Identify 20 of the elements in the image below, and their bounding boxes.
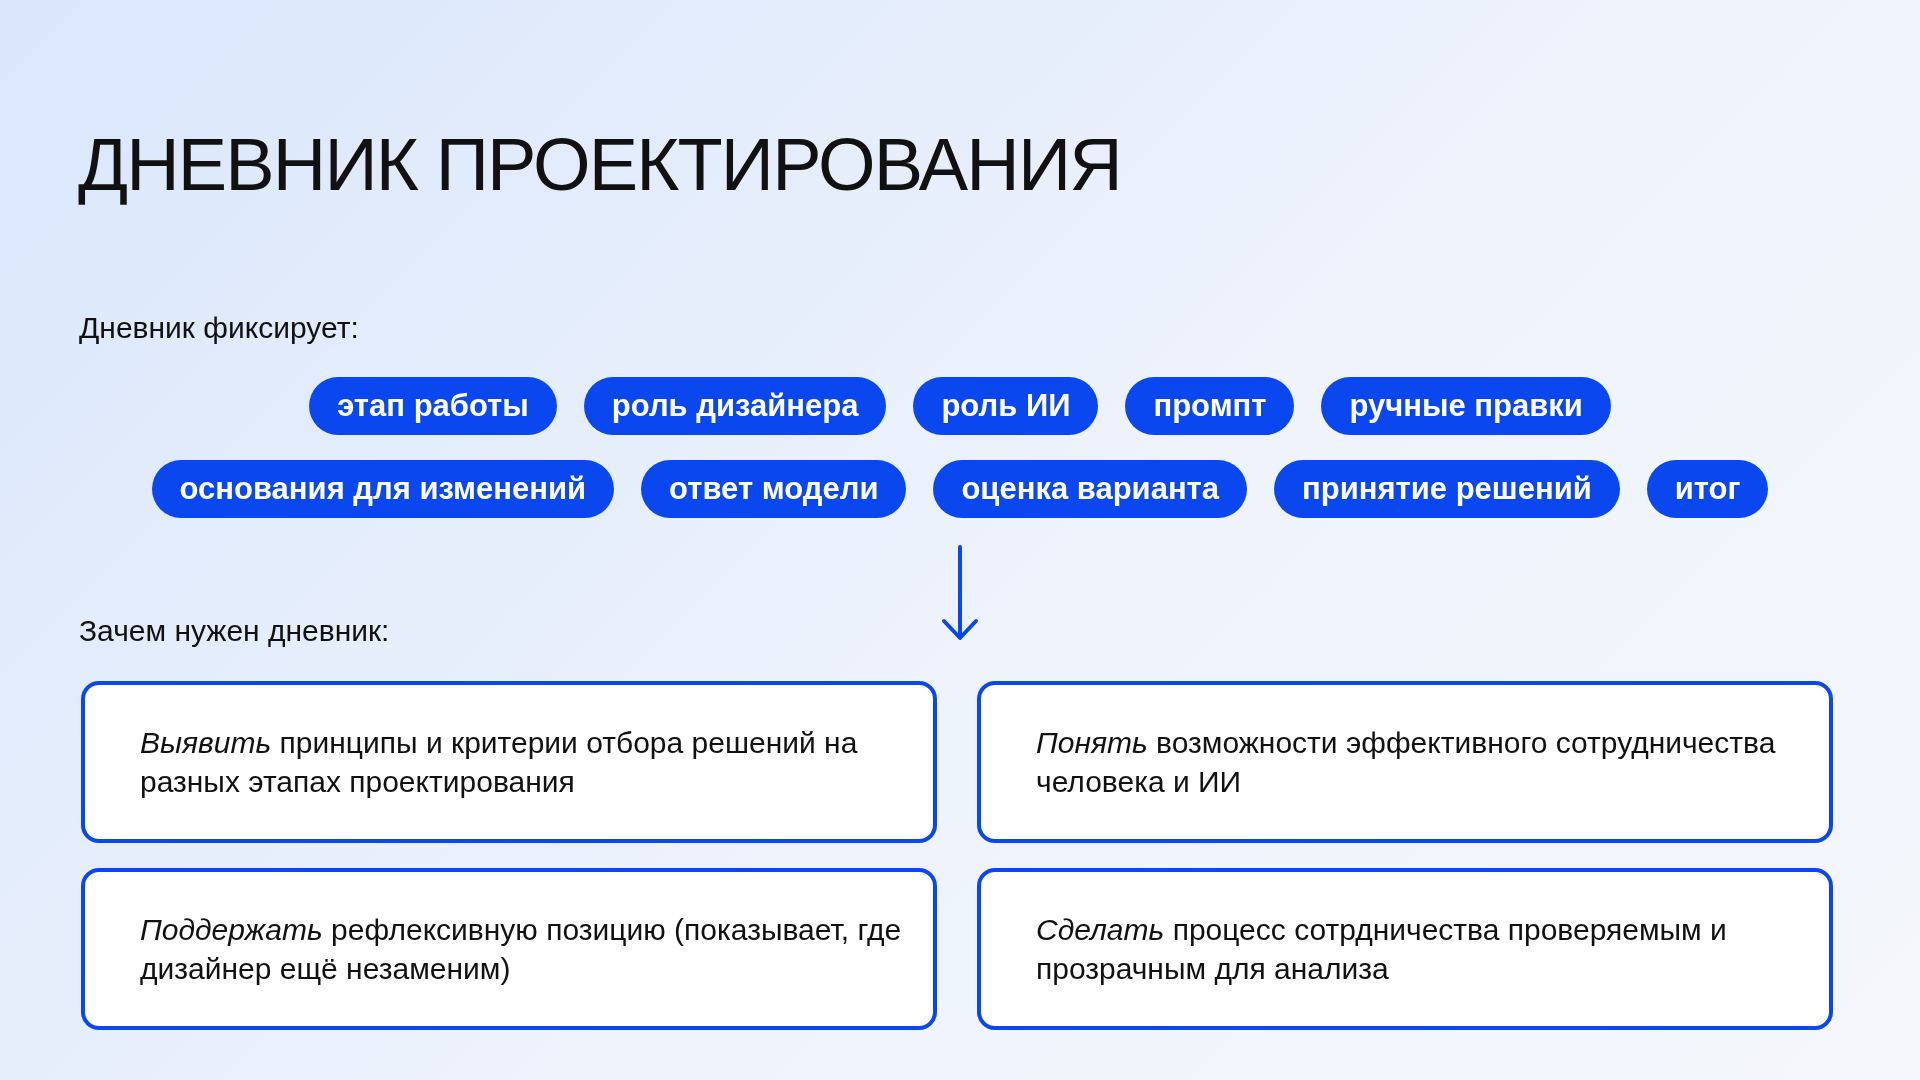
section-heading: Дневник фиксирует: <box>79 313 359 343</box>
goal-card <box>977 868 1833 1030</box>
goal-text: Поддержать рефлексивную позицию (показывает, где дизайнер ещё незаменим) <box>140 912 903 987</box>
tag-pill: принятие решений <box>1274 460 1620 518</box>
tag-pill: итог <box>1646 460 1769 518</box>
goal-text: Сделать процесс сотрдничества проверяемым и прозрачным для анализа <box>1036 912 1728 987</box>
tag-pill: оценка варианта <box>933 460 1248 518</box>
goal-card <box>977 681 1833 843</box>
tag-pill: ручные правки <box>1321 377 1611 435</box>
section-heading: Зачем нужен дневник: <box>79 616 390 646</box>
goal-card <box>81 868 937 1030</box>
goal-card <box>81 681 937 843</box>
tag-pill: роль ИИ <box>913 377 1099 435</box>
tag-pill: ответ модели <box>641 460 907 518</box>
tag-pill: роль дизайнера <box>583 377 887 435</box>
tag-pill: основания для изменений <box>151 460 615 518</box>
tag-pill: этап работы <box>309 377 557 435</box>
tag-pill: промпт <box>1125 377 1295 435</box>
goal-text: Выявить принципы и критерии отбора решений на разных этапах проектирования <box>140 725 859 800</box>
goal-text: Понять возможности эффективного сотрудничества человека и ИИ <box>1036 725 1777 800</box>
